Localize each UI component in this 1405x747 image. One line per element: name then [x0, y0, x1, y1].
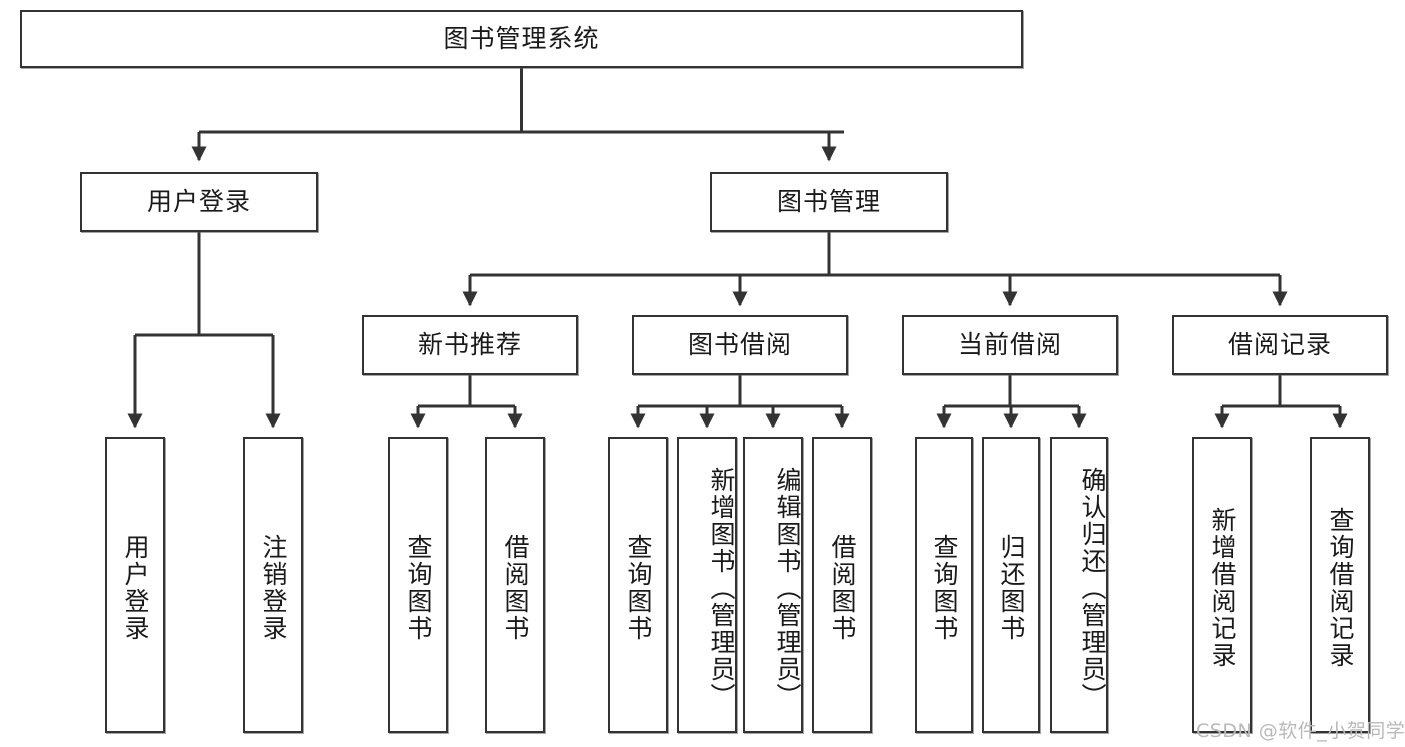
node-label: 查询图书 — [404, 534, 433, 642]
node-label: 确认归还（管理员） — [1078, 466, 1107, 710]
node-leaf-query-book-new[interactable]: 查询图书 — [388, 437, 448, 733]
node-label: 借阅记录 — [1227, 330, 1332, 360]
node-leaf-user-login[interactable]: 用户登录 — [105, 437, 165, 733]
node-label: 用户登录 — [121, 534, 150, 642]
node-leaf-query-book-cur[interactable]: 查询图书 — [915, 437, 973, 733]
node-label: 注销登录 — [259, 534, 288, 642]
node-leaf-add-book-admin[interactable]: 新增图书（管理员） — [677, 437, 737, 733]
node-leaf-borrow-book[interactable]: 借阅图书 — [812, 437, 872, 733]
node-leaf-confirm-return[interactable]: 确认归还（管理员） — [1050, 437, 1108, 733]
node-label: 新书推荐 — [417, 330, 522, 360]
node-book-borrow[interactable]: 图书借阅 — [632, 315, 848, 375]
node-label: 图书管理系统 — [443, 24, 600, 54]
node-label: 当前借阅 — [957, 330, 1062, 360]
node-leaf-query-book[interactable]: 查询图书 — [608, 437, 668, 733]
csdn-watermark: CSDN @软件_小贺同学 — [1196, 720, 1405, 742]
node-leaf-return-book[interactable]: 归还图书 — [982, 437, 1040, 733]
node-label: 借阅图书 — [501, 534, 530, 642]
node-label: 查询图书 — [930, 534, 959, 642]
node-leaf-user-logout[interactable]: 注销登录 — [243, 437, 303, 733]
node-leaf-borrow-book-new[interactable]: 借阅图书 — [485, 437, 545, 733]
node-leaf-query-record[interactable]: 查询借阅记录 — [1310, 437, 1370, 733]
node-label: 图书管理 — [776, 187, 881, 217]
node-label: 新增图书（管理员） — [707, 466, 736, 710]
node-borrow-record[interactable]: 借阅记录 — [1172, 315, 1388, 375]
node-current-borrow[interactable]: 当前借阅 — [902, 315, 1118, 375]
node-label: 查询借阅记录 — [1326, 507, 1355, 669]
node-label: 新增借阅记录 — [1208, 507, 1237, 669]
node-label: 用户登录 — [146, 187, 251, 217]
node-book-manage[interactable]: 图书管理 — [710, 172, 948, 232]
node-label: 查询图书 — [624, 534, 653, 642]
node-label: 借阅图书 — [828, 534, 857, 642]
node-root[interactable]: 图书管理系统 — [20, 10, 1023, 68]
node-new-book-recommend[interactable]: 新书推荐 — [362, 315, 578, 375]
node-label: 图书借阅 — [687, 330, 792, 360]
node-user-login[interactable]: 用户登录 — [80, 172, 318, 232]
node-label: 编辑图书（管理员） — [773, 466, 802, 710]
node-label: 归还图书 — [997, 534, 1026, 642]
node-leaf-edit-book-admin[interactable]: 编辑图书（管理员） — [743, 437, 803, 733]
node-leaf-add-record[interactable]: 新增借阅记录 — [1192, 437, 1252, 733]
